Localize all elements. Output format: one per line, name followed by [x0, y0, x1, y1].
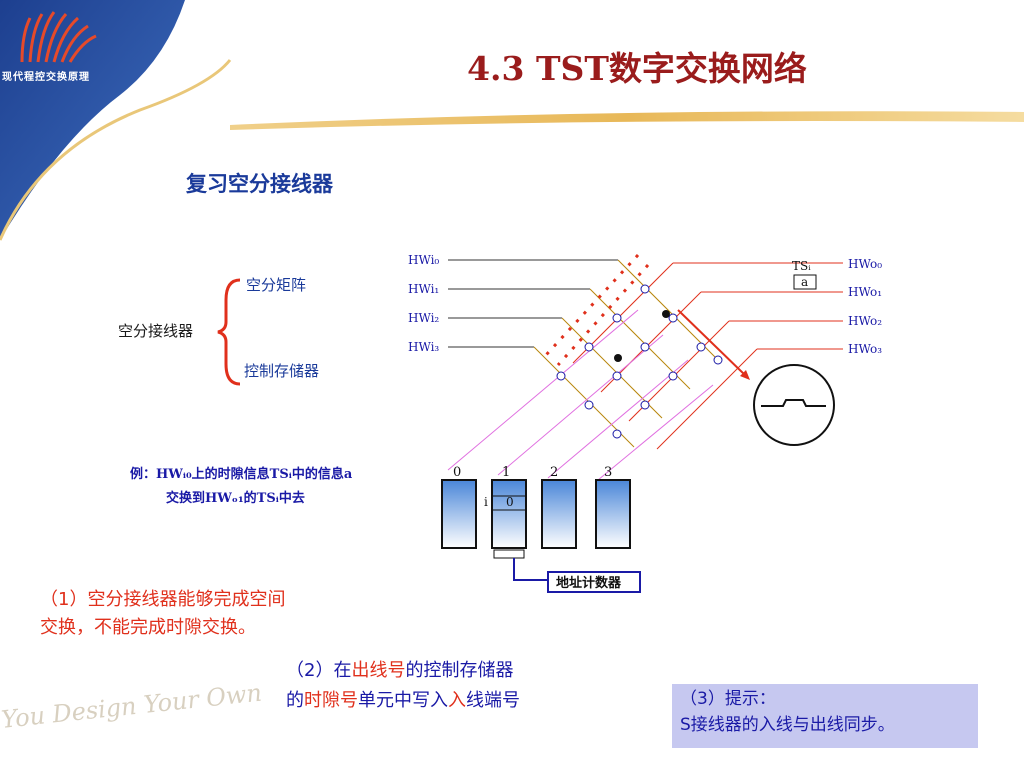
logo-fan-icon	[20, 11, 97, 63]
address-counter-label: 地址计数器	[556, 575, 622, 591]
watermark-text: You Design Your Own	[0, 678, 264, 734]
input-label-2: HWi₂	[408, 311, 439, 325]
input-label-1: HWi₁	[408, 282, 439, 296]
ts-value: a	[801, 275, 808, 289]
arrowhead-icon	[740, 370, 750, 380]
matrix-diagonals-in	[533, 259, 719, 448]
output-label-1: HWo₁	[848, 285, 882, 299]
input-label-3: HWi₃	[408, 340, 439, 354]
active-crosspoint	[662, 310, 670, 318]
address-counter-box	[547, 571, 641, 593]
space-switch-diagram: 空分接线器 空分矩阵 控制存储器 例：HWᵢ₀上的时隙信息TSᵢ中的信息a 交换…	[118, 253, 882, 593]
output-label-3: HWo₃	[848, 342, 882, 356]
note-3-line-2: S接线器的入线与出线同步。	[680, 715, 895, 735]
switch-contact-icon	[761, 399, 826, 407]
header-decoration	[0, 0, 1024, 241]
slide-title: 4.3 TST数字交换网络	[467, 49, 807, 88]
note-1: （1）空分接线器能够完成空间 交换，不能完成时隙交换。	[40, 586, 285, 642]
note-2: （2）在出线号的控制存储器 的时隙号单元中写入入线端号	[286, 656, 520, 716]
example-line-2: 交换到HWₒ₁的TSᵢ中去	[166, 490, 305, 506]
output-label-0: HWo₀	[848, 257, 882, 271]
logo-text: 现代程控交换原理	[2, 72, 90, 83]
note-1-line-2: 交换，不能完成时隙交换。	[40, 617, 256, 638]
note-3-box: （3）提示： S接线器的入线与出线同步。	[672, 684, 978, 748]
active-crosspoint-2	[614, 354, 622, 362]
tree-brace	[217, 278, 241, 386]
memory-column-3	[595, 479, 631, 549]
dotted-guides	[544, 253, 650, 367]
note-3-line-1: （3）提示：	[680, 689, 776, 709]
crosspoints	[556, 284, 723, 439]
section-subtitle: 复习空分接线器	[186, 172, 333, 196]
note-2-highlight-3: 入	[448, 690, 466, 711]
note-2-mid-1: 的控制存储器	[405, 660, 514, 681]
direction-arrow	[677, 309, 747, 377]
tree-branch-memory: 控制存储器	[244, 362, 319, 380]
memory-col-label-2: 2	[550, 465, 558, 480]
note-2-highlight-2: 时隙号	[304, 690, 358, 711]
tree-branch-matrix: 空分矩阵	[246, 276, 306, 294]
note-2-highlight-1: 出线号	[351, 660, 406, 681]
output-label-2: HWo₂	[848, 314, 882, 328]
control-lines	[447, 309, 714, 481]
memory-col-label-3: 3	[604, 465, 612, 480]
memory-col-label-1: 1	[502, 465, 510, 480]
memory-column-2	[541, 479, 577, 549]
input-lines	[448, 259, 618, 348]
tree-root-label: 空分接线器	[118, 322, 193, 340]
note-2-prefix: （2）在	[286, 660, 352, 681]
memory-cell-index: i	[484, 495, 488, 509]
counter-connector	[513, 558, 548, 581]
ts-label: TSᵢ	[792, 259, 811, 273]
note-2-end: 线端号	[466, 690, 520, 711]
memory-counter-stub	[493, 549, 525, 559]
note-2-mid-2: 单元中写入	[358, 690, 448, 711]
memory-cell-value: 0	[506, 495, 514, 509]
note-2-line2-a: 的	[286, 690, 304, 711]
memory-column-1	[491, 479, 527, 549]
input-label-0: HWi₀	[408, 253, 439, 267]
ts-box	[793, 274, 817, 290]
memory-col-label-0: 0	[453, 465, 461, 480]
memory-column-0	[441, 479, 477, 549]
note-2-line-2: 的时隙号单元中写入入线端号	[286, 686, 520, 716]
example-line-1: 例：HWᵢ₀上的时隙信息TSᵢ中的信息a	[130, 466, 353, 482]
note-2-line-1: （2）在出线号的控制存储器	[286, 656, 520, 686]
switch-symbol-icon	[753, 364, 835, 446]
note-1-line-1: （1）空分接线器能够完成空间	[40, 589, 286, 610]
